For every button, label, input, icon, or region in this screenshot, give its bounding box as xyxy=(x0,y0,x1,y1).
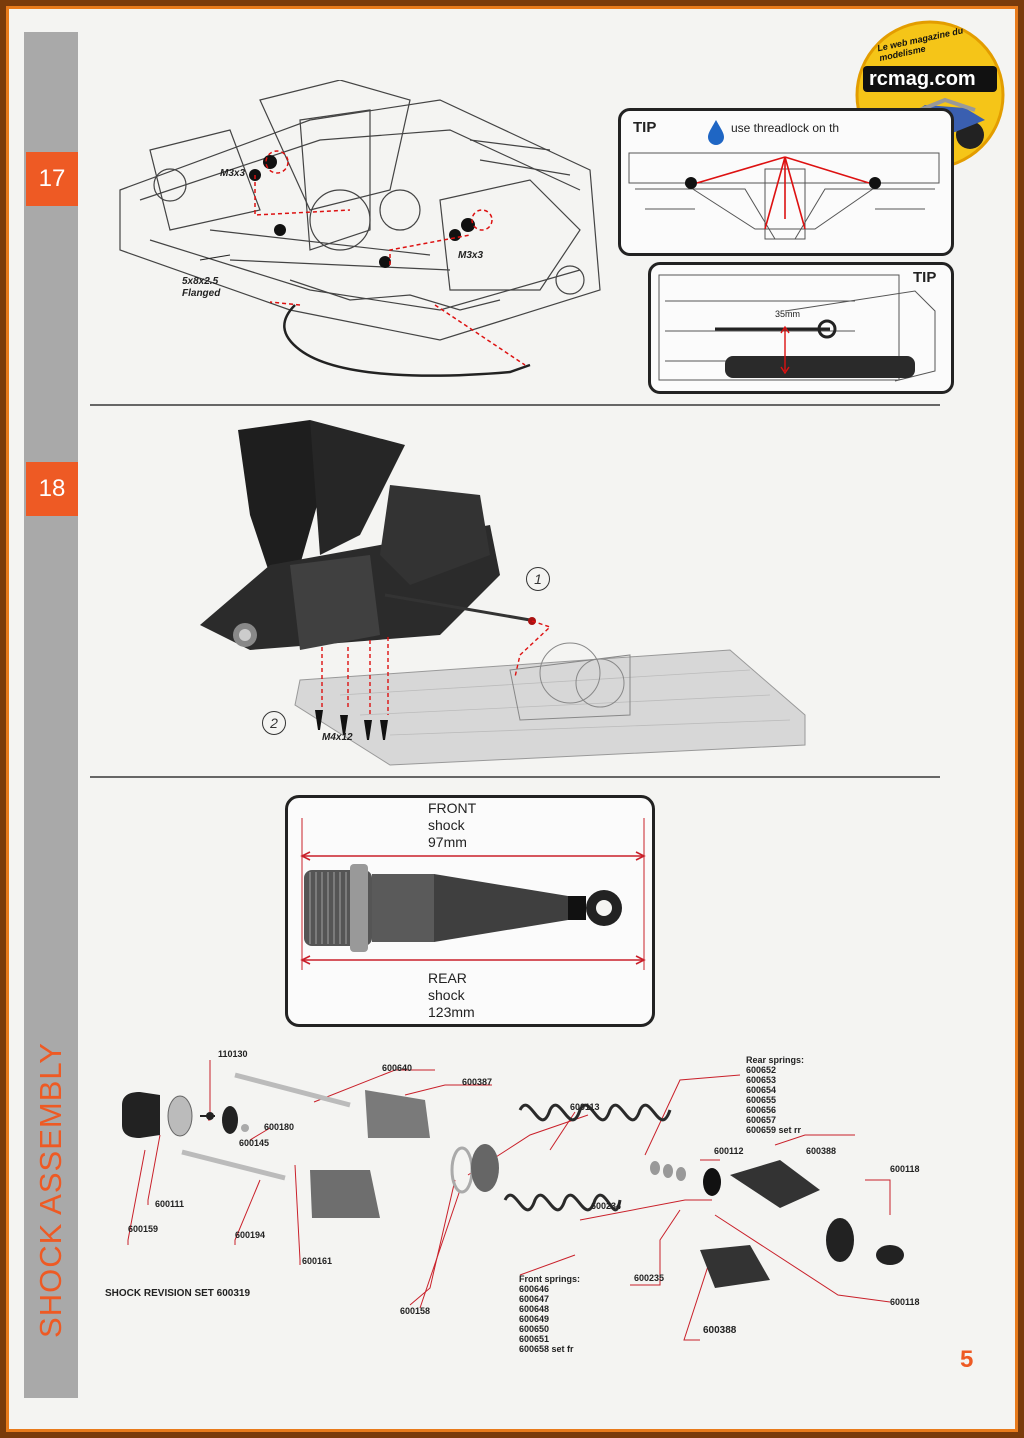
hardware-m3x3-label: M3x3 xyxy=(220,168,246,179)
step-18-badge: 18 xyxy=(26,462,78,516)
spring-part: 600652 xyxy=(746,1065,777,1075)
threadlock-drop-icon xyxy=(708,120,724,145)
spring-part: 600654 xyxy=(746,1085,777,1095)
screw-size-label: M4x12 xyxy=(322,732,353,743)
part-number: 600388 xyxy=(703,1325,737,1336)
front-shock-word: shock xyxy=(428,817,465,833)
part-number: 600387 xyxy=(462,1077,493,1087)
part-number: 600113 xyxy=(570,1102,600,1112)
hardware-m3x3-label: M3x3 xyxy=(458,250,484,261)
step-17-badge: 17 xyxy=(26,152,78,206)
part-number: 600111 xyxy=(155,1199,185,1209)
part-number: 600180 xyxy=(264,1122,295,1132)
spring-part: 600651 xyxy=(519,1334,550,1344)
rear-springs-list: Rear springs: 600652 600653 600654 60065… xyxy=(746,1055,804,1135)
spring-part: 600646 xyxy=(519,1284,550,1294)
part-number: 600194 xyxy=(235,1230,266,1240)
rear-springs-title: Rear springs: xyxy=(746,1055,805,1065)
substep-2-marker: 2 xyxy=(262,711,286,735)
part-number: 600158 xyxy=(400,1306,431,1316)
spring-part: 600655 xyxy=(746,1095,777,1105)
part-number: 600388 xyxy=(806,1146,837,1156)
spring-part: 600647 xyxy=(519,1294,550,1304)
step18-rear-bulkhead-diagram: M4x12 xyxy=(190,415,810,770)
tip-title: TIP xyxy=(633,119,657,136)
part-number: 600161 xyxy=(302,1256,333,1266)
shock-exploded-view xyxy=(122,1060,904,1341)
rear-shock-length: 123mm xyxy=(428,1004,475,1020)
part-number: 600234 xyxy=(591,1201,622,1211)
shock-illustration xyxy=(300,818,646,970)
tip-measure-value: 35mm xyxy=(775,309,801,319)
step17-rear-chassis-diagram: M3x3 M3x3 5x8x2.5 Flanged xyxy=(110,79,620,390)
spring-part: 600653 xyxy=(746,1075,777,1085)
part-number: 600145 xyxy=(239,1138,270,1148)
tip-text: use threadlock on th xyxy=(731,121,840,135)
tip-box-threadlock: TIP use threadlock on th xyxy=(618,108,954,256)
rear-shock-label: REAR xyxy=(428,970,467,986)
section-title-text: SHOCK ASSEMBLY xyxy=(33,1042,68,1338)
tip-box-measure: TIP 35mm xyxy=(648,262,954,394)
front-shock-label: FRONT xyxy=(428,800,477,816)
section-divider xyxy=(90,776,940,778)
spring-part: 600650 xyxy=(519,1324,550,1334)
section-divider xyxy=(90,404,940,406)
logo-brand: rcmag.com xyxy=(869,68,976,90)
sidebar-strip xyxy=(24,32,78,1398)
tip-title: TIP xyxy=(913,269,937,286)
part-number: 600112 xyxy=(714,1146,744,1156)
spacer-note-label: Flanged xyxy=(182,288,221,299)
spacer-size-label: 5x8x2.5 xyxy=(182,276,219,287)
part-number: 600118 xyxy=(890,1164,920,1174)
spring-part: 600658 set fr xyxy=(519,1344,574,1354)
shock-revision-set: SHOCK REVISION SET 600319 xyxy=(105,1288,251,1299)
shock-length-box: FRONT shock 97mm REAR shock 123mm xyxy=(285,795,655,1027)
front-springs-title: Front springs: xyxy=(519,1274,580,1284)
front-springs-list: Front springs: 600646 600647 600648 6006… xyxy=(519,1274,580,1354)
substep-1-marker: 1 xyxy=(526,567,550,591)
part-number: 600640 xyxy=(382,1063,413,1073)
spring-part: 600649 xyxy=(519,1314,550,1324)
front-shock-length: 97mm xyxy=(428,834,467,850)
part-number: 600159 xyxy=(128,1224,159,1234)
spring-part: 600659 set rr xyxy=(746,1125,802,1135)
page-number: 5 xyxy=(960,1346,974,1373)
part-number: 600118 xyxy=(890,1297,920,1307)
part-number: 600235 xyxy=(634,1273,665,1283)
spring-part: 600656 xyxy=(746,1105,777,1115)
spring-part: 600648 xyxy=(519,1304,550,1314)
rear-shock-word: shock xyxy=(428,987,465,1003)
part-number: 110130 xyxy=(218,1049,248,1059)
spring-part: 600657 xyxy=(746,1115,777,1125)
